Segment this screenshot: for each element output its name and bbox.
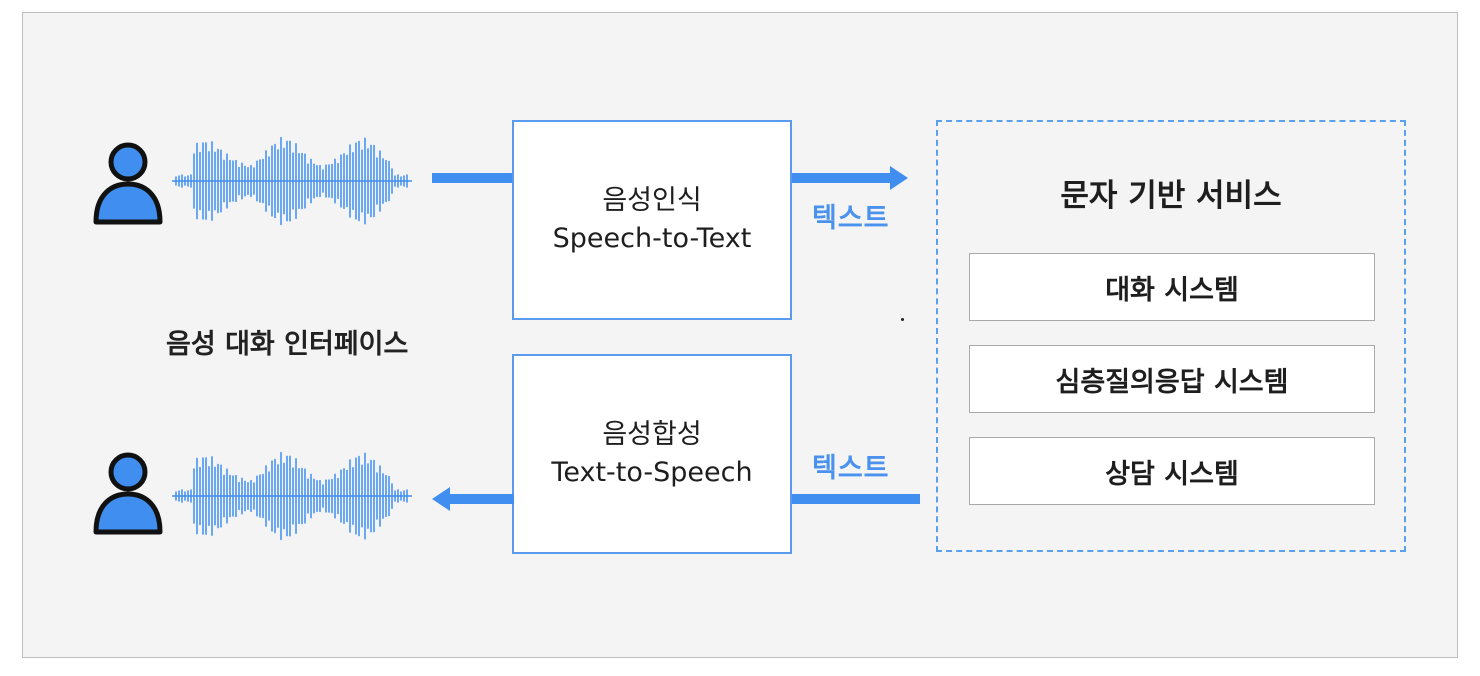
user-icon (93, 142, 163, 225)
tts-input-label: 텍스트 (812, 453, 890, 484)
sound-wave-icon (172, 136, 412, 226)
tts-box: 음성합성 Text-to-Speech (512, 354, 792, 554)
voice-interface-label: 음성 대화 인터페이스 (166, 329, 409, 360)
service-item-dialog: 대화 시스템 (969, 253, 1375, 321)
service-item-consulting: 상담 시스템 (969, 437, 1375, 505)
service-title: 문자 기반 서비스 (1060, 178, 1282, 214)
tts-output-connector (448, 494, 514, 504)
service-item-deep-qa: 심층질의응답 시스템 (969, 345, 1375, 413)
tts-input-connector (792, 494, 920, 504)
stt-subtitle: Speech-to-Text (552, 223, 752, 254)
stt-output-connector (792, 173, 892, 183)
user-icon (93, 452, 163, 535)
tts-title: 음성합성 (602, 419, 702, 450)
left-arrow-icon (432, 487, 450, 511)
text-service-area: 문자 기반 서비스 대화 시스템 심층질의응답 시스템 상담 시스템 (936, 120, 1406, 552)
stt-input-connector (432, 173, 514, 183)
stt-title: 음성인식 (602, 185, 702, 216)
tts-subtitle: Text-to-Speech (551, 457, 753, 488)
stt-box: 음성인식 Speech-to-Text (512, 120, 792, 320)
stray-dot (901, 318, 904, 321)
sound-wave-icon (172, 451, 412, 541)
right-arrow-icon (890, 166, 908, 190)
stt-output-label: 텍스트 (812, 203, 890, 234)
